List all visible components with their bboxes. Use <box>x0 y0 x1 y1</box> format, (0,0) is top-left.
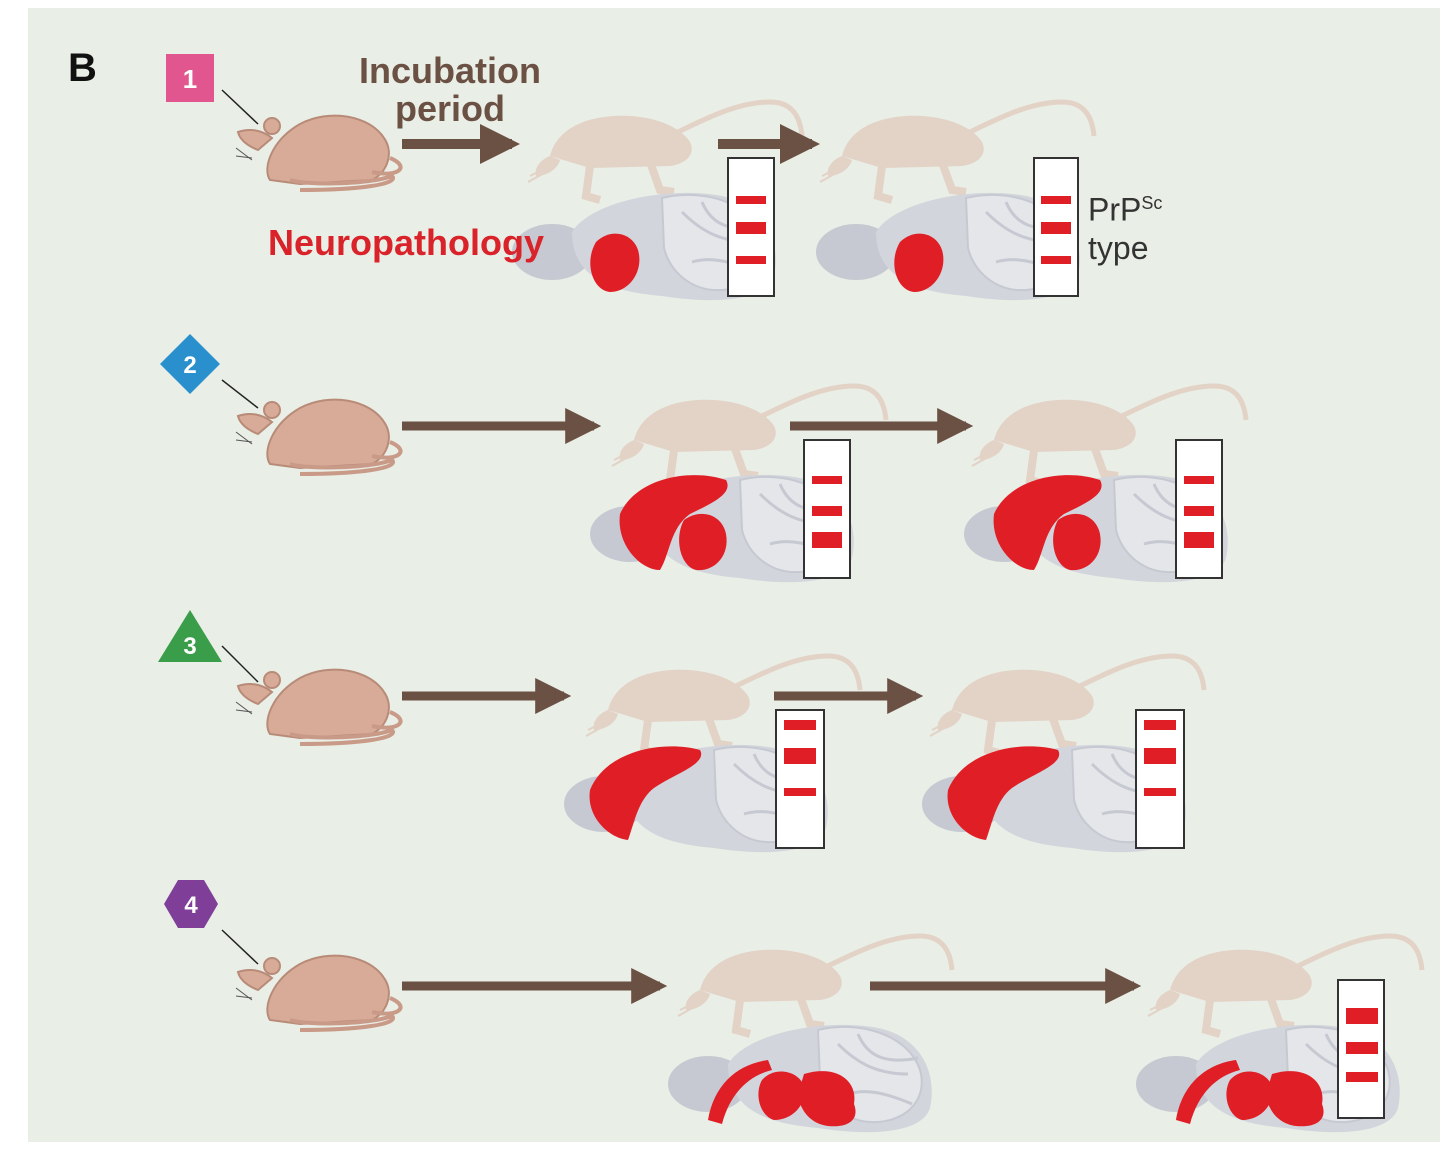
strain-badge-1: 1 <box>166 54 214 102</box>
row-strain-3 <box>221 645 1204 854</box>
strain-number: 1 <box>183 64 197 94</box>
strain-badge-3: 3 <box>158 610 222 662</box>
strain-badge-4: 4 <box>164 880 218 928</box>
row-strain-2 <box>221 379 1246 584</box>
brain-diagram <box>510 191 778 302</box>
row-strain-1 <box>221 89 1094 302</box>
svg-text:2: 2 <box>183 352 196 379</box>
strain-badge-2: 2 <box>160 334 220 394</box>
brain-diagram <box>814 191 1082 302</box>
svg-text:4: 4 <box>184 892 198 919</box>
incubation-period-label: Incubation period <box>359 50 541 129</box>
svg-text:3: 3 <box>183 633 196 660</box>
row-strain-4 <box>221 929 1422 1134</box>
panel-letter: B <box>68 46 97 90</box>
prp-type-label: PrPSc type <box>1088 191 1163 266</box>
injection-needle <box>221 89 259 125</box>
neuropathology-label: Neuropathology <box>268 222 544 263</box>
